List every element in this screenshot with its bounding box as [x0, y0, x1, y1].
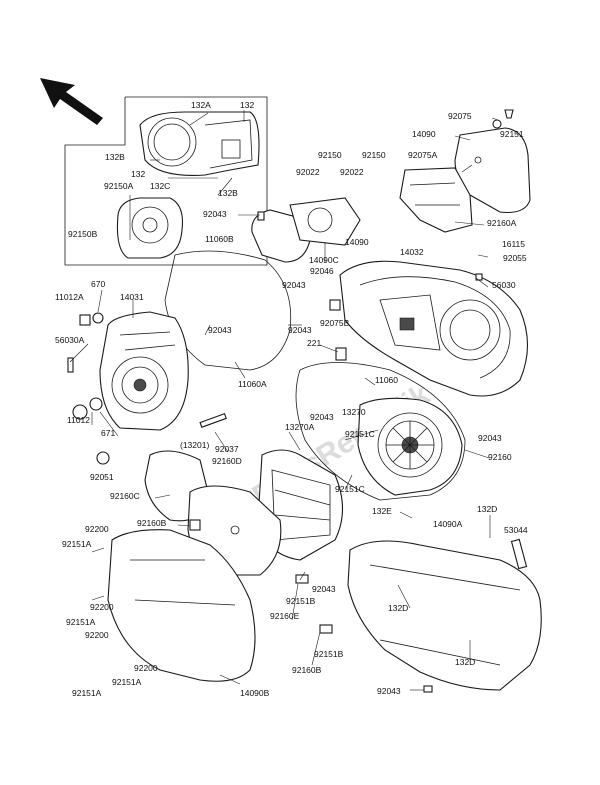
label-132B: 132B — [218, 188, 238, 198]
label-132: 132 — [240, 100, 254, 110]
label-670: 670 — [91, 279, 105, 289]
label-92043: 92043 — [282, 280, 306, 290]
label-11060B: 11060B — [205, 234, 234, 244]
label-92160B: 92160B — [137, 518, 167, 528]
label-92150A: 92150A — [104, 181, 134, 191]
label-14032: 14032 — [400, 247, 424, 257]
label-92151A: 92151A — [62, 539, 92, 549]
leader-lines — [69, 110, 499, 691]
part-14031-clutch-cover — [99, 311, 189, 431]
label-14090: 14090 — [345, 237, 369, 247]
label-132B: 132B — [105, 152, 125, 162]
label-92160B: 92160B — [292, 665, 322, 675]
part-14090B-lower-cover — [107, 529, 256, 682]
label-92160D: 92160D — [212, 456, 242, 466]
label-92200: 92200 — [85, 524, 109, 534]
label-132C: 132C — [150, 181, 170, 191]
label-92043: 92043 — [310, 412, 334, 422]
label-92200: 92200 — [90, 602, 114, 612]
part-13270-cover — [357, 397, 463, 496]
label-92043: 92043 — [203, 209, 227, 219]
label-14031: 14031 — [120, 292, 144, 302]
label-11012A: 11012A — [55, 292, 84, 302]
label-53044: 53044 — [504, 525, 528, 535]
part-92160A-bracket — [399, 167, 473, 233]
label-92160E: 92160E — [270, 611, 300, 621]
label-92043: 92043 — [478, 433, 502, 443]
callout-labels: 132A 132 132B 132 92150A 132C 132B 92150… — [55, 100, 528, 698]
label-92075B: 92075B — [320, 318, 350, 328]
label-16115: 16115 — [502, 239, 525, 249]
label-13201: (13201) — [180, 440, 209, 450]
label-132: 132 — [131, 169, 145, 179]
label-13270A: 13270A — [285, 422, 315, 432]
label-92151B: 92151B — [314, 649, 344, 659]
label-92051: 92051 — [90, 472, 114, 482]
part-11060B-gasket — [251, 197, 361, 263]
label-92160A: 92160A — [487, 218, 517, 228]
label-92160: 92160 — [488, 452, 512, 462]
label-92151A: 92151A — [72, 688, 102, 698]
label-92200: 92200 — [85, 630, 109, 640]
part-14090A-right-cover — [347, 538, 542, 691]
part-11060-gasket — [295, 362, 466, 501]
label-132A: 132A — [191, 100, 211, 110]
label-92055: 92055 — [503, 253, 527, 263]
label-92200: 92200 — [134, 663, 158, 673]
label-11012: 11012 — [67, 415, 90, 425]
label-92150: 92150 — [318, 150, 342, 160]
label-92151A: 92151A — [66, 617, 96, 627]
label-132D: 132D — [455, 657, 475, 667]
label-132D: 132D — [388, 603, 408, 613]
label-92151C: 92151C — [345, 429, 375, 439]
label-14090C: 14090C — [309, 255, 339, 265]
inset-detail-box — [64, 96, 268, 266]
label-92151A: 92151A — [112, 677, 142, 687]
label-132E: 132E — [372, 506, 392, 516]
part-14032-outer-housing — [339, 260, 528, 397]
label-56030: 56030 — [492, 280, 516, 290]
label-56030A: 56030A — [55, 335, 85, 345]
label-92043: 92043 — [377, 686, 401, 696]
label-11060A: 11060A — [238, 379, 267, 389]
label-92150B: 92150B — [68, 229, 98, 239]
label-92150: 92150 — [362, 150, 386, 160]
front-direction-arrow-icon — [40, 78, 103, 125]
label-92160C: 92160C — [110, 491, 140, 501]
label-92151B: 92151B — [286, 596, 316, 606]
label-11060: 11060 — [375, 375, 398, 385]
hardware-fasteners — [67, 211, 483, 693]
label-671: 671 — [101, 428, 115, 438]
label-92022: 92022 — [296, 167, 320, 177]
label-92043: 92043 — [208, 325, 232, 335]
label-92151C: 92151C — [335, 484, 365, 494]
label-14090B: 14090B — [240, 688, 270, 698]
label-13270: 13270 — [342, 407, 366, 417]
label-92043: 92043 — [312, 584, 336, 594]
part-14090-cover — [454, 109, 531, 214]
label-92046: 92046 — [310, 266, 334, 276]
label-92151: 92151 — [500, 129, 524, 139]
label-92037: 92037 — [215, 444, 239, 454]
label-14090A: 14090A — [433, 519, 463, 529]
label-92075: 92075 — [448, 111, 472, 121]
label-92075A: 92075A — [408, 150, 438, 160]
label-221: 221 — [307, 338, 321, 348]
label-14090: 14090 — [412, 129, 436, 139]
label-92043: 92043 — [288, 325, 312, 335]
label-92022: 92022 — [340, 167, 364, 177]
label-132D: 132D — [477, 504, 497, 514]
